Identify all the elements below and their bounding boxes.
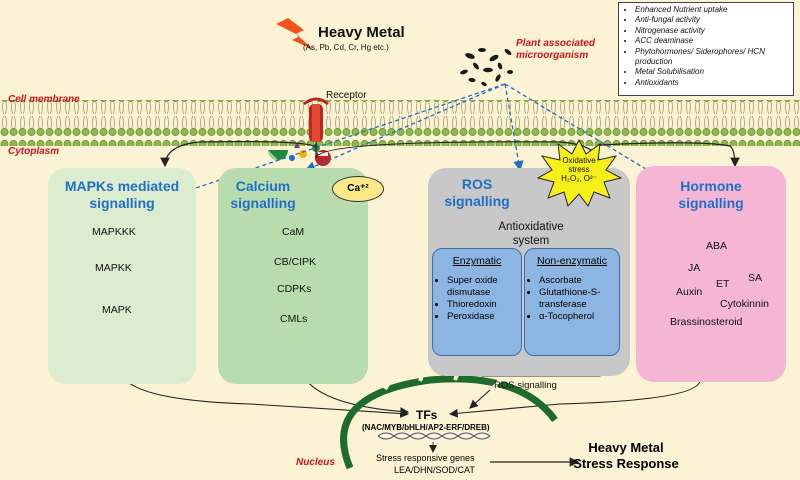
tfs-label: TFs <box>416 408 438 422</box>
enzyme-item: Peroxidase <box>447 311 519 323</box>
cell-membrane <box>0 100 800 146</box>
trait-item: Metal Solubilisation <box>635 67 789 77</box>
ros-title: ROS signalling <box>444 176 510 209</box>
bacteria-icon <box>460 48 513 87</box>
oxidative-line: stress <box>568 165 590 174</box>
nucleus-label: Nucleus <box>296 457 335 468</box>
enzyme-item: Thioredoxin <box>447 299 519 311</box>
lightning-icon <box>276 18 314 50</box>
mapk-title: MAPKs mediated signalling <box>64 178 180 211</box>
hormone-item: ET <box>716 278 730 290</box>
trait-item: Anti-fungal activity <box>635 15 789 25</box>
microbe-traits-box: Enhanced Nutrient uptake Anti-fungal act… <box>618 2 794 96</box>
tf-families: (NAC/MYB/bHLH/AP2-ERF/DREB) <box>362 423 490 432</box>
nucleus-envelope <box>340 375 558 470</box>
microorganism-label: Plant associated microorganism <box>516 38 595 61</box>
calcium-ion-label: Ca⁺² <box>347 183 369 194</box>
stress-genes-title: Stress responsive genes <box>376 453 475 463</box>
calcium-panel: Calcium signalling CaM CB/CIPK CDPKs CML… <box>218 168 368 384</box>
receptor-label: Receptor <box>326 90 367 101</box>
hormone-title: Hormone signalling <box>678 178 744 211</box>
non-enzymatic-box: Non-enzymatic Ascorbate Glutathione-S-tr… <box>524 248 620 356</box>
oxidative-line: Oxidative <box>562 156 596 165</box>
response-line: Heavy Metal <box>588 440 664 455</box>
hormone-item: Cytokinnin <box>720 298 770 310</box>
mapk-item: MAPK <box>102 304 132 316</box>
calcium-item: CDPKs <box>277 283 312 295</box>
heavy-metal-examples: (As, Pb, Cd, Cr, Hg etc.) <box>303 43 389 52</box>
mapk-item: MAPKK <box>95 262 132 274</box>
response-line: Stress Response <box>573 456 679 471</box>
hormone-item: JA <box>688 262 701 274</box>
receptor-icon <box>303 97 329 142</box>
response-label: Heavy Metal Stress Response <box>566 440 686 472</box>
hormone-item: ABA <box>706 240 728 252</box>
non-enzyme-item: α-Tocopherol <box>539 311 613 323</box>
non-enzymatic-title: Non-enzymatic <box>536 255 608 267</box>
calcium-item: CB/CIPK <box>274 256 317 268</box>
receptor-arrows <box>160 141 740 168</box>
ros-panel: ROS signalling Antioxidative system Enzy… <box>428 168 630 376</box>
antioxidative-system: Antioxidative system <box>498 221 564 247</box>
trait-item: Nitrogenase activity <box>635 26 789 36</box>
mapk-panel: MAPKs mediated signalling MAPKKK MAPKK M… <box>48 168 196 384</box>
trait-item: ACC deaminase <box>635 36 789 46</box>
trait-item: Phytohormones/ Siderophores/ HCN product… <box>635 47 789 68</box>
enzyme-item: Super oxide dismutase <box>447 275 519 299</box>
oxidative-stress-burst-icon <box>536 138 622 207</box>
hormone-item: SA <box>748 272 763 284</box>
calcium-ion: Ca⁺² <box>332 176 384 202</box>
cytoplasm-label: Cytoplasm <box>8 146 60 157</box>
enzymatic-title: Enzymatic <box>452 255 502 267</box>
calcium-title: Calcium signalling <box>230 178 296 211</box>
oxidative-stress-label: Oxidative stress H₂O₂, O²⁻ <box>552 156 606 183</box>
stress-genes: LEA/DHN/SOD/CAT <box>394 465 475 475</box>
hormone-item: Brassinosteroid <box>670 316 743 328</box>
trait-item: Enhanced Nutrient uptake <box>635 5 789 15</box>
non-enzyme-item: Ascorbate <box>539 275 613 287</box>
calcium-item: CMLs <box>280 313 308 325</box>
heavy-metal-title: Heavy Metal <box>318 24 405 41</box>
enzymatic-box: Enzymatic Super oxide dismutase Thioredo… <box>432 248 522 356</box>
ros-footer: ROS signalling <box>494 380 557 391</box>
hormone-panel: Hormone signalling ABA JA ET SA Auxin Cy… <box>636 166 786 382</box>
calcium-item: CaM <box>282 226 305 238</box>
trait-item: Antioxidants <box>635 78 789 88</box>
mapk-item: MAPKKK <box>92 226 136 238</box>
oxidative-line: H₂O₂, O²⁻ <box>561 174 597 183</box>
dna-icon <box>377 432 491 440</box>
hormone-item: Auxin <box>676 286 703 298</box>
cell-membrane-label: Cell membrane <box>8 94 80 105</box>
non-enzyme-item: Glutathione-S-transferase <box>539 287 613 311</box>
